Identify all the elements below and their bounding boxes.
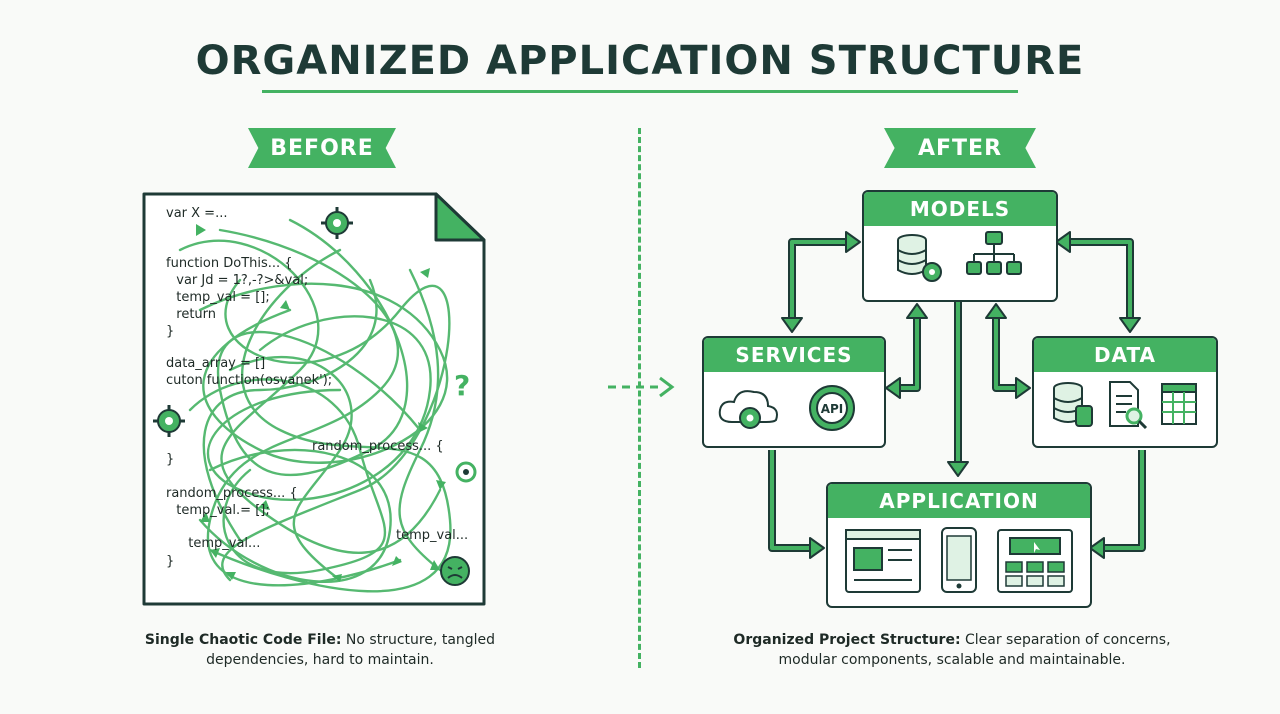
before-label: BEFORE: [270, 135, 374, 161]
code-line: temp_val...: [396, 528, 469, 543]
data-icons: [1053, 381, 1197, 430]
code-line: random_process... {: [312, 439, 444, 454]
svg-text:?: ?: [454, 370, 470, 400]
title-underline: [262, 90, 1018, 93]
code-line: random_process... {: [166, 486, 298, 501]
transition-arrow-icon: [608, 376, 675, 398]
data-module: DATA: [1032, 336, 1218, 448]
code-line: temp_val...: [180, 536, 261, 551]
database-icon: [1053, 382, 1093, 427]
broken-gear-icon: [321, 207, 353, 239]
before-ribbon: BEFORE: [248, 128, 396, 168]
code-line: }: [166, 554, 175, 569]
services-title: SERVICES: [704, 338, 884, 372]
after-label: AFTER: [917, 135, 1003, 161]
services-icons: API: [718, 385, 855, 431]
application-module: APPLICATION: [826, 482, 1092, 608]
gear-icon: [455, 461, 477, 483]
after-caption: Organized Project Structure: Clear separ…: [722, 630, 1182, 670]
code-line: }: [166, 452, 175, 467]
application-icons: [845, 527, 1073, 593]
before-caption-title: Single Chaotic Code File:: [144, 632, 342, 648]
chaotic-code-file: var X =... function DoThis... { var Jd =…: [140, 190, 488, 608]
page-title: ORGANIZED APPLICATION STRUCTURE: [195, 38, 1085, 84]
models-module: MODELS: [862, 190, 1058, 302]
broken-gear-icon: [153, 405, 185, 437]
document-search-icon: [1109, 381, 1148, 430]
code-line: }: [166, 324, 175, 339]
browser-window-icon: [845, 529, 921, 593]
spreadsheet-icon: [1161, 383, 1197, 425]
after-caption-title: Organized Project Structure:: [733, 632, 961, 648]
center-divider: [638, 128, 641, 668]
dashboard-window-icon: [997, 529, 1073, 593]
hierarchy-icon: [966, 231, 1022, 275]
frustrated-face-icon: [440, 556, 470, 586]
services-module: SERVICES API: [702, 336, 886, 448]
cloud-gear-icon: [718, 390, 778, 429]
api-label: API: [821, 402, 844, 416]
question-mark-icon: ?: [454, 370, 470, 400]
models-title: MODELS: [864, 192, 1056, 226]
before-caption: Single Chaotic Code File: No structure, …: [140, 630, 500, 670]
code-line: var Jd = 1?,-?>&val;: [168, 273, 309, 288]
after-caption-text: Clear separation of concerns, modular co…: [778, 632, 1171, 668]
file-outline: [142, 192, 486, 606]
database-gear-icon: [897, 234, 942, 282]
code-line: temp_val.= [];: [168, 503, 270, 518]
code-line: function DoThis... {: [166, 256, 293, 271]
code-line: cuton function(osvanek');: [166, 373, 333, 388]
models-icons: [897, 231, 1022, 282]
after-ribbon: AFTER: [884, 128, 1036, 168]
code-line: data_array = []: [166, 356, 266, 371]
before-caption-text: No structure, tangled dependencies, hard…: [206, 632, 496, 668]
mobile-phone-icon: [941, 527, 977, 593]
application-title: APPLICATION: [828, 484, 1090, 518]
data-title: DATA: [1034, 338, 1216, 372]
code-line: temp_val = [];: [168, 290, 270, 305]
api-gear-icon: API: [809, 385, 855, 431]
code-line: return: [168, 307, 217, 322]
code-line: var X =...: [166, 206, 228, 221]
